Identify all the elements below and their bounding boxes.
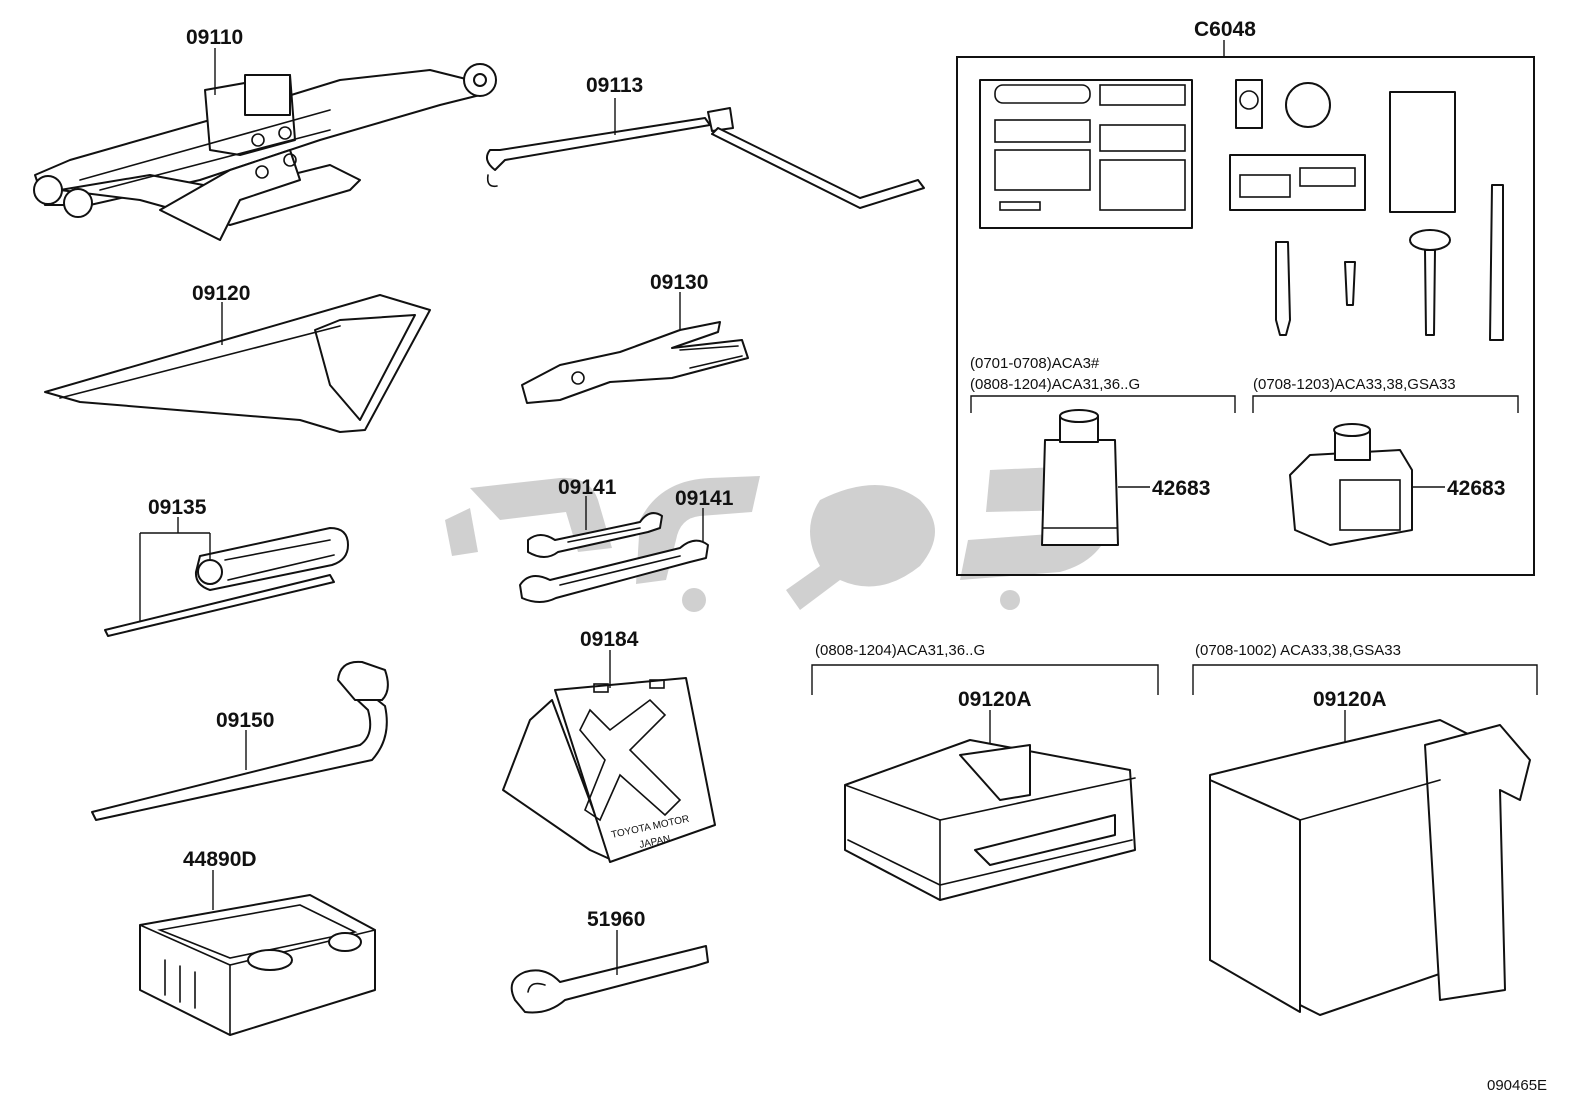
label-screwdriver: 09135 [148,496,207,519]
label-jack: 09110 [186,26,243,49]
label-repair-kit: C6048 [1194,18,1256,41]
wheel-wrench-part [91,660,389,821]
jack-handle-part [485,107,925,209]
note-sealant-b: (0708-1203)ACA33,38,GSA33 [1253,376,1456,393]
label-compressor: 44890D [183,848,257,871]
repair-kit-contents [979,79,1504,341]
label-wrench-a: 09141 [558,476,617,499]
label-pliers: 09130 [650,271,708,294]
tray-a-part [844,739,1136,901]
label-towing-eye: 51960 [587,908,645,931]
diagram-id: 090465E [1487,1077,1547,1094]
compressor-part [139,894,376,1036]
label-sealant-a: 42683 [1152,477,1210,500]
wrench-a-part [527,512,663,558]
repair-kit-frame [956,56,1535,576]
label-tray-b: 09120A [1313,688,1387,711]
towing-eye-part [510,945,709,1014]
note-tray-b: (0708-1002) ACA33,38,GSA33 [1195,642,1401,659]
pliers-part [521,321,749,404]
wrench-b-part [519,539,709,603]
screwdriver-part [104,527,349,637]
jack-part [33,63,497,241]
note-tray-a: (0808-1204)ACA31,36..G [815,642,985,659]
label-tool-bag: 09120 [192,282,250,305]
warning-plate-part: TOYOTA MOTOR JAPAN [502,677,716,863]
label-jack-handle: 09113 [586,74,643,97]
note-sealant-a-line1: (0701-0708)ACA3# [970,355,1100,372]
label-tray-a: 09120A [958,688,1032,711]
tool-bag-part [44,294,431,433]
label-sealant-b: 42683 [1447,477,1505,500]
tray-b-part [1209,719,1531,1016]
note-sealant-a-line2: (0808-1204)ACA31,36..G [970,376,1140,393]
sealant-a-part [1041,409,1119,546]
label-wrench-b: 09141 [675,487,734,510]
sealant-b-part [1289,423,1413,546]
label-warning-plate: 09184 [580,628,639,651]
label-wheel-wrench: 09150 [216,709,274,732]
